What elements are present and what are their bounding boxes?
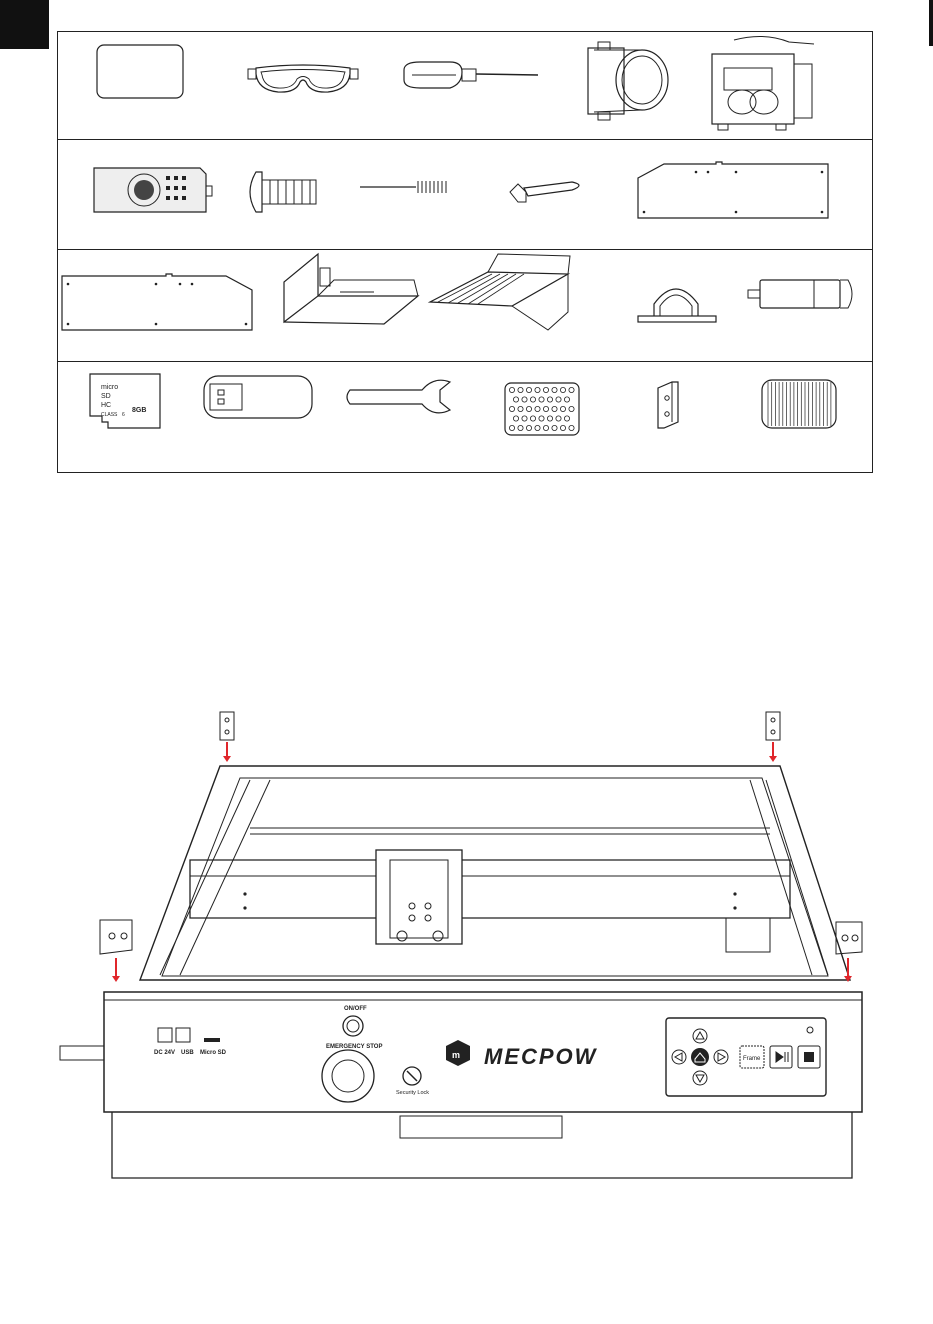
usb-label: USB xyxy=(181,1050,194,1056)
screwdriver-part xyxy=(400,58,540,94)
power-supply-part xyxy=(92,162,212,220)
side-panel-left-part xyxy=(60,272,256,334)
air-hose-part xyxy=(754,378,844,430)
pad-hole xyxy=(552,425,557,430)
pad-hole xyxy=(530,397,535,402)
sd-class-label: CLASS xyxy=(101,412,118,418)
brand-name: MECPOW xyxy=(484,1044,598,1069)
pad-hole xyxy=(522,416,527,421)
sd-class-number: 6 xyxy=(122,412,125,418)
side-panel-right-part xyxy=(636,160,832,222)
limit-bracket-part xyxy=(654,380,684,432)
placement-arrow-head xyxy=(112,976,120,982)
pad-hole xyxy=(518,406,523,411)
pad-hole xyxy=(560,387,565,392)
row-divider xyxy=(58,249,872,250)
pad-hole xyxy=(569,406,574,411)
pad-hole xyxy=(535,425,540,430)
pad-hole xyxy=(556,397,561,402)
honeycomb-pad-part xyxy=(504,382,580,436)
pad-hole xyxy=(518,387,523,392)
sd-micro-label: micro xyxy=(101,384,118,391)
svg-text:m: m xyxy=(452,1050,460,1060)
pad-hole xyxy=(569,387,574,392)
page-edge-mark xyxy=(929,0,933,46)
microsd-slot xyxy=(204,1038,220,1042)
row-divider xyxy=(58,139,872,140)
bracket-top-right xyxy=(766,712,780,740)
sd-label: SD xyxy=(101,393,111,400)
pad-hole xyxy=(530,416,535,421)
microsd-label: Micro SD xyxy=(200,1050,227,1056)
roller-part xyxy=(748,276,858,312)
focus-gauge-part xyxy=(634,282,720,326)
parts-list-box: micro SD HC CLASS 6 8GB xyxy=(57,31,873,473)
dc-label: DC 24V xyxy=(154,1050,175,1056)
pad-hole xyxy=(543,406,548,411)
hex-key-part xyxy=(506,172,590,206)
frame-outline xyxy=(140,766,850,980)
bracket-top-left xyxy=(220,712,234,740)
base-tray-open-part xyxy=(428,252,578,336)
pad-hole xyxy=(513,416,518,421)
pad-hole xyxy=(564,416,569,421)
pad-hole xyxy=(526,425,531,430)
x-gantry xyxy=(190,860,790,918)
base-tray-folded-part xyxy=(274,252,424,332)
frame-button-label: Frame xyxy=(743,1056,761,1062)
pad-hole xyxy=(547,416,552,421)
pad-hole xyxy=(535,406,540,411)
laser-module-part xyxy=(704,34,824,134)
pad-hole xyxy=(543,387,548,392)
row-divider xyxy=(58,361,872,362)
pad-hole xyxy=(547,397,552,402)
pad-hole xyxy=(522,397,527,402)
pad-hole xyxy=(539,416,544,421)
placement-arrow-head xyxy=(844,976,852,982)
pad-hole xyxy=(556,416,561,421)
sd-capacity-label: 8GB xyxy=(132,407,146,414)
pad-hole xyxy=(518,425,523,430)
pad-hole xyxy=(564,397,569,402)
security-lock-label: Security Lock xyxy=(396,1090,429,1096)
pad-hole xyxy=(513,397,518,402)
usb-drive-part xyxy=(202,374,314,420)
home-button xyxy=(691,1048,709,1066)
air-assist-nozzle-part xyxy=(584,40,674,122)
pad-hole xyxy=(543,425,548,430)
pad-hole xyxy=(526,387,531,392)
machine-illustration: DC 24V USB Micro SD ON/OFF EMERGENCY STO… xyxy=(50,700,880,1200)
pad-hole xyxy=(509,425,514,430)
micro-sd-card-part: micro SD HC CLASS 6 8GB xyxy=(86,372,166,432)
wrench-part xyxy=(344,376,460,420)
pad-hole xyxy=(509,387,514,392)
bracket-front-left xyxy=(100,920,132,954)
pad-hole xyxy=(535,387,540,392)
cleaning-cloth-part xyxy=(96,44,186,100)
pad-hole xyxy=(539,397,544,402)
placement-arrow-head xyxy=(769,756,777,762)
pad-hole xyxy=(552,387,557,392)
pad-hole xyxy=(560,406,565,411)
placement-arrow-head xyxy=(223,756,231,762)
emergency-stop-label: EMERGENCY STOP xyxy=(326,1044,382,1050)
cleaning-brush-part xyxy=(360,180,452,194)
pad-hole xyxy=(560,425,565,430)
sd-hc-label: HC xyxy=(101,402,111,409)
laser-carriage xyxy=(376,850,462,944)
pad-hole xyxy=(552,406,557,411)
pad-hole xyxy=(569,425,574,430)
screw-part xyxy=(242,168,322,216)
pad-hole xyxy=(526,406,531,411)
page-corner-tab xyxy=(0,0,49,49)
onoff-label: ON/OFF xyxy=(344,1006,367,1012)
pad-hole xyxy=(509,406,514,411)
safety-goggles-part xyxy=(248,60,360,96)
